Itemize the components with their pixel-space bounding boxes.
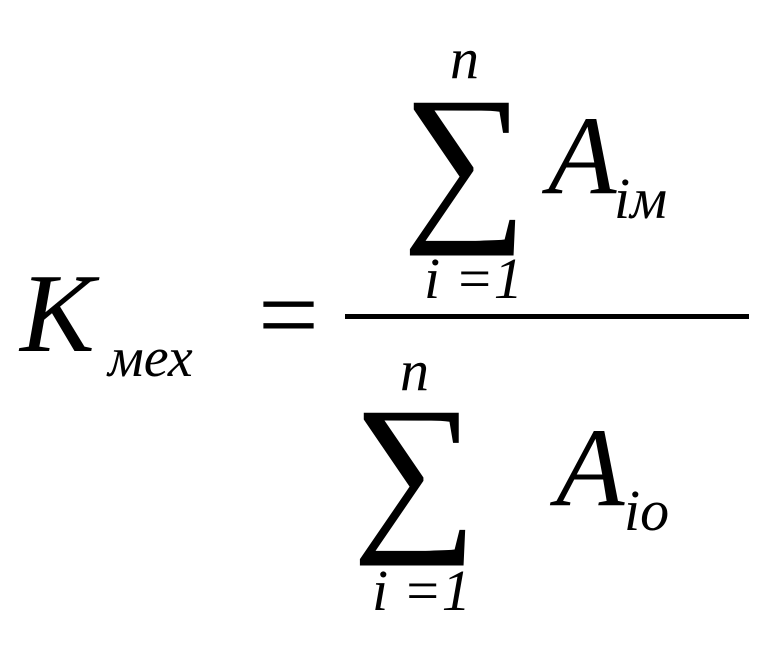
denominator-term: A bbox=[556, 406, 625, 530]
numerator-term-subscript: iм bbox=[614, 166, 668, 231]
denominator-lower-limit: i =1 bbox=[372, 558, 471, 623]
numerator-upper-limit: n bbox=[450, 26, 479, 91]
numerator-lower-limit: i =1 bbox=[424, 246, 523, 311]
equals-sign: = bbox=[258, 256, 319, 375]
fraction-bar bbox=[345, 314, 749, 319]
numerator-sum-symbol: ∑ bbox=[402, 62, 528, 257]
denominator-upper-limit: n bbox=[400, 338, 429, 403]
numerator-term: A bbox=[548, 94, 617, 218]
lhs-subscript: мех bbox=[108, 327, 193, 389]
denominator-sum-symbol: ∑ bbox=[352, 372, 478, 567]
lhs-variable: K bbox=[20, 252, 95, 376]
denominator-term-subscript: io bbox=[624, 478, 670, 543]
